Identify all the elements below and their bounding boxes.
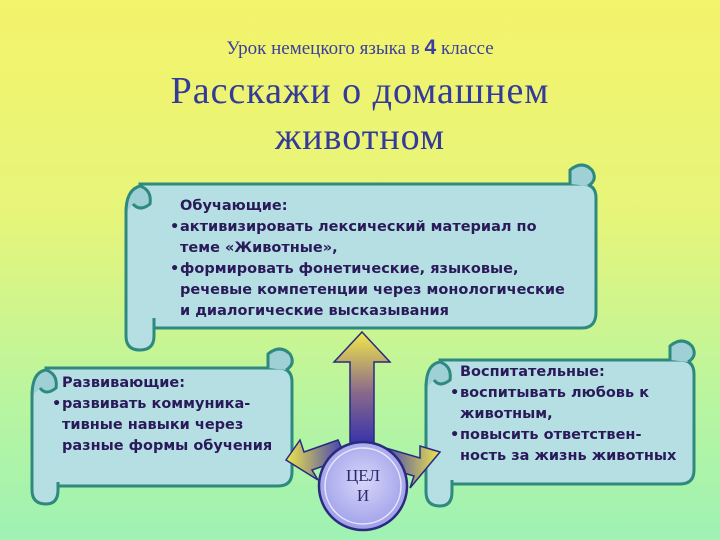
developing-item-1-line-1: развивать коммуника- <box>52 394 272 415</box>
teaching-item-2-line-2: речевые компетенции через монологические <box>180 282 565 298</box>
developing-item-1-line-2: тивные навыки через <box>62 417 244 433</box>
title-line-2: животном <box>274 116 446 158</box>
teaching-heading: Обучающие: <box>180 198 288 214</box>
subtitle-text-pre: Урок немецкого языка в <box>226 38 420 59</box>
lesson-subtitle: Урок немецкого языка в 4 классе <box>0 36 720 60</box>
goals-label: ЦЕЛ И <box>322 466 404 506</box>
goals-label-line-1: ЦЕЛ <box>346 466 380 485</box>
teaching-item-2-line-3: и диалогические высказывания <box>180 303 449 319</box>
educational-item-2-line-1: повысить ответствен- <box>450 425 676 446</box>
grade-number: 4 <box>424 36 437 59</box>
developing-goals: Развивающие: развивать коммуника- тивные… <box>52 373 273 457</box>
educational-goals: Воспитательные: воспитывать любовь к жив… <box>450 362 677 467</box>
developing-heading: Развивающие: <box>62 375 186 391</box>
subtitle-text-post: классе <box>440 38 494 59</box>
educational-item-1-line-1: воспитывать любовь к <box>450 383 676 404</box>
educational-item-1-line-2: животным, <box>460 406 553 422</box>
educational-heading: Воспитательные: <box>460 364 605 380</box>
arrow-up-icon <box>332 330 392 453</box>
title-line-1: Расскажи о домашнем <box>170 70 550 112</box>
educational-item-2-line-2: ность за жизнь животных <box>460 448 677 464</box>
teaching-item-1-line-2: теме «Животные», <box>180 240 338 256</box>
goals-circle <box>317 440 409 532</box>
developing-item-1-line-3: разные формы обучения <box>62 438 273 454</box>
teaching-item-1-line-1: активизировать лексический материал по <box>170 217 565 238</box>
teaching-goals: Обучающие: активизировать лексический ма… <box>170 196 565 322</box>
lesson-title: Расскажи о домашнем животном <box>0 68 720 160</box>
teaching-item-2-line-1: формировать фонетические, языковые, <box>170 259 565 280</box>
goals-label-line-2: И <box>356 486 370 505</box>
